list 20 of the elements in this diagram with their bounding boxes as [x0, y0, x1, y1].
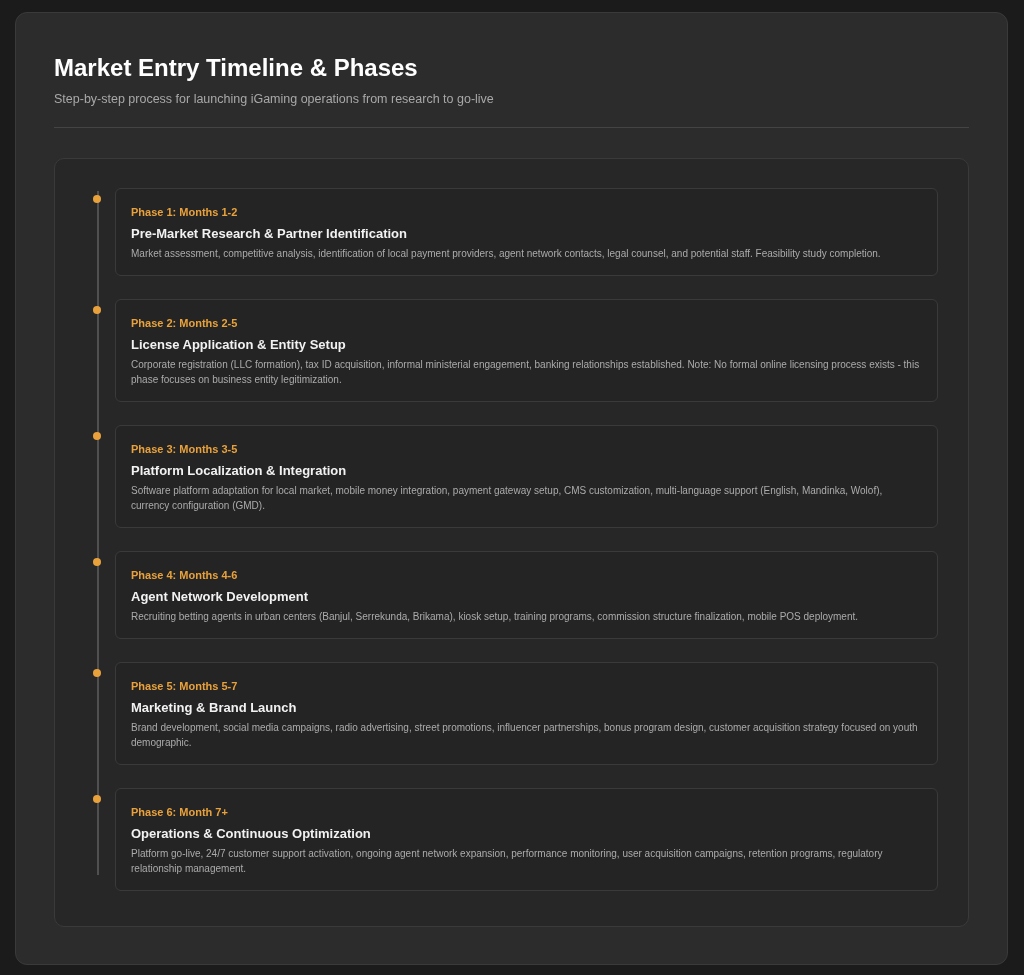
phase-heading: Marketing & Brand Launch	[131, 700, 298, 716]
phase-label: Phase 3: Months 3-5	[131, 442, 239, 456]
phase-description: Platform go-live, 24/7 customer support activation, ongoing agent network expansion, performance monitoring, user acquisition campaigns, retention programs, regulatory relationship management.	[131, 847, 884, 876]
phase-label: Phase 4: Months 4-6	[131, 568, 239, 582]
phase-label: Phase 6: Month 7+	[131, 805, 229, 819]
phase-heading: Operations & Continuous Optimization	[131, 826, 372, 842]
phase-heading: License Application & Entity Setup	[131, 337, 347, 353]
phase-heading: Pre-Market Research & Partner Identification	[131, 226, 408, 242]
phase-label: Phase 1: Months 1-2	[131, 205, 239, 219]
phase-description: Corporate registration (LLC formation), tax ID acquisition, informal ministerial engagement, banking relationships established. Note: No formal online licensing process exists - this phase focuses on business entity legitimization.	[131, 358, 921, 387]
subtitle: Step-by-step process for launching iGaming operations from research to go-live	[54, 91, 495, 107]
phase-label: Phase 5: Months 5-7	[131, 679, 239, 693]
phase-label: Phase 2: Months 2-5	[131, 316, 239, 330]
phase-heading: Platform Localization & Integration	[131, 463, 348, 479]
phase-description: Software platform adaptation for local market, mobile money integration, payment gateway setup, CMS customization, multi-language support (English, Mandinka, Wolof), currency configuration (GMD).	[131, 484, 884, 513]
phase-description: Recruiting betting agents in urban centers (Banjul, Serrekunda, Brikama), kiosk setup, training programs, commission structure finalization, mobile POS deployment.	[131, 610, 859, 624]
phase-description: Brand development, social media campaigns, radio advertising, street promotions, influencer partnerships, bonus program design, customer acquisition strategy focused on youth demographic.	[131, 721, 919, 750]
phase-description: Market assessment, competitive analysis, identification of local payment providers, agent network contacts, legal counsel, and potential staff. Feasibility study completion.	[131, 247, 882, 261]
phase-heading: Agent Network Development	[131, 589, 309, 605]
title: Market Entry Timeline & Phases	[54, 53, 419, 83]
